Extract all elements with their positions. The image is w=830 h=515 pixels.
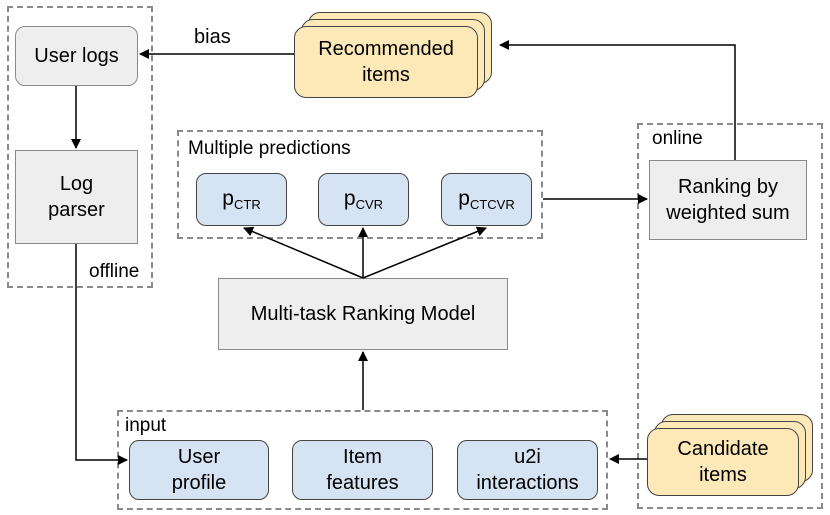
p-cvr-symbol: p bbox=[343, 187, 356, 210]
recommended-line1: Recommended bbox=[318, 38, 454, 60]
user-profile-line2: profile bbox=[171, 472, 227, 494]
edge-model-pctr bbox=[243, 226, 364, 279]
u2i-interactions-node: u2i interactions bbox=[457, 440, 598, 500]
log-parser-line2: parser bbox=[48, 199, 105, 221]
edge-ranking-recommended bbox=[499, 40, 736, 160]
online-label: online bbox=[652, 128, 703, 149]
p-cvr-node: pCVR bbox=[318, 173, 409, 226]
user-profile-line1: User bbox=[177, 446, 221, 468]
item-features-node: Item features bbox=[292, 440, 433, 500]
recommended-items-node: Recommended items bbox=[294, 26, 478, 98]
predictions-label: Multiple predictions bbox=[188, 138, 351, 159]
recommended-line2: items bbox=[362, 64, 410, 86]
log-parser-node: Log parser bbox=[15, 150, 138, 244]
edge-parser-input bbox=[75, 244, 128, 465]
p-ctcvr-subscript: CTCVR bbox=[469, 197, 515, 212]
item-features-line2: features bbox=[326, 472, 399, 494]
input-label: input bbox=[125, 415, 167, 436]
predictions-region bbox=[177, 130, 543, 239]
user-logs-node: User logs bbox=[15, 26, 138, 86]
ranking-node: Ranking by weighted sum bbox=[649, 160, 807, 240]
online-region bbox=[637, 123, 823, 509]
p-ctr-symbol: p bbox=[222, 187, 234, 210]
item-features-line1: Item bbox=[343, 446, 382, 468]
bias-label: bias bbox=[194, 26, 231, 48]
u2i-line1: u2i bbox=[514, 446, 541, 468]
edge-model-pctcvr bbox=[362, 226, 487, 279]
ranking-line2: weighted sum bbox=[666, 202, 790, 224]
user-profile-node: User profile bbox=[129, 440, 269, 500]
log-parser-line1: Log bbox=[59, 173, 94, 195]
p-ctcvr-node: pCTCVR bbox=[441, 173, 532, 226]
p-cvr-subscript: CVR bbox=[355, 197, 384, 212]
candidate-items-node: Candidate items bbox=[647, 428, 799, 496]
p-ctr-node: pCTR bbox=[196, 173, 287, 226]
model-label: Multi-task Ranking Model bbox=[250, 303, 476, 325]
p-ctr-subscript: CTR bbox=[233, 197, 261, 212]
user-logs-label: User logs bbox=[34, 45, 119, 67]
offline-region bbox=[7, 6, 153, 288]
candidate-line2: items bbox=[699, 464, 747, 486]
u2i-line2: interactions bbox=[476, 472, 579, 494]
multi-task-model-node: Multi-task Ranking Model bbox=[218, 278, 508, 350]
offline-label: offline bbox=[89, 261, 140, 282]
candidate-line1: Candidate bbox=[677, 438, 769, 460]
p-ctcvr-symbol: p bbox=[458, 187, 470, 210]
ranking-line1: Ranking by bbox=[677, 176, 779, 198]
